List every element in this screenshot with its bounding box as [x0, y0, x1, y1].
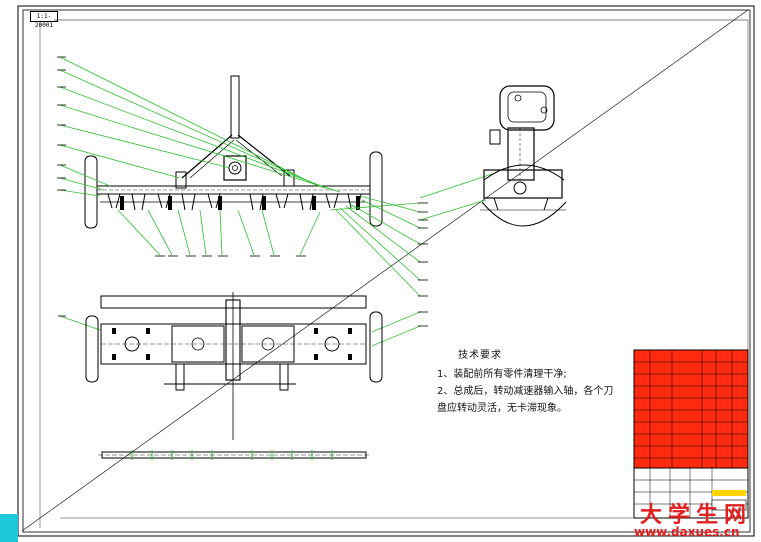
side-gearbox — [483, 169, 563, 199]
gearbox-shaft-inner — [232, 165, 238, 171]
tech-requirement-line-3: 盘应转动灵活，无卡滞现象。 — [437, 403, 567, 414]
side-rotor-arc — [481, 201, 567, 227]
front-view — [84, 75, 383, 229]
side-bracket — [489, 129, 501, 145]
top-view — [85, 292, 383, 440]
callout-ticks — [57, 56, 428, 327]
top-hub-right — [324, 336, 340, 352]
top-bracket-left — [171, 325, 225, 363]
cad-toolbar-handle[interactable] — [0, 514, 18, 542]
side-blade-1 — [493, 197, 499, 211]
construction-line-1 — [21, 9, 749, 532]
top-link-left — [175, 363, 185, 391]
watermark-url[interactable]: www.daxues.cn — [634, 525, 740, 539]
side-rotor-axis — [513, 181, 527, 195]
gearbox — [223, 155, 247, 181]
side-hitch-plate — [499, 85, 555, 131]
side-hitch-inner — [507, 91, 547, 123]
top-link-right — [279, 363, 289, 391]
right-wheel — [369, 151, 383, 227]
left-wheel — [84, 155, 98, 229]
hitch-brace-left-2 — [189, 139, 235, 179]
top-right-wheel — [369, 311, 383, 383]
gearbox-shaft — [228, 161, 242, 175]
side-view — [480, 85, 567, 227]
watermark-logo-text: 大学生网 — [640, 502, 753, 528]
drawing-corner-tag: 1:1-20001 — [30, 11, 58, 29]
shaft-section-view — [98, 450, 370, 460]
bom-table — [633, 349, 749, 469]
top-left-wheel — [85, 315, 99, 383]
rotor-discs — [120, 196, 360, 210]
bracket-left — [175, 171, 187, 189]
side-pin-2 — [540, 106, 548, 114]
side-mast — [507, 127, 535, 181]
hitch-mast — [230, 75, 240, 139]
top-hub-center-right — [261, 337, 275, 351]
side-rotor-cover — [483, 164, 565, 181]
title-block — [633, 349, 749, 519]
tech-requirement-line-1: 1、装配前所有零件清理干净; — [437, 369, 567, 380]
outer-border — [17, 5, 755, 537]
side-pin-1 — [514, 94, 522, 102]
callout-leaders — [59, 56, 499, 347]
top-bracket-right — [241, 325, 295, 363]
title-name-cell — [711, 499, 747, 511]
top-hub-left — [124, 336, 140, 352]
hitch-brace-left — [181, 134, 233, 179]
top-plate-marks — [112, 328, 352, 360]
bom-grid — [634, 350, 748, 468]
top-hub-center-left — [191, 337, 205, 351]
inner-frame — [22, 9, 751, 533]
hitch-brace-right-2 — [235, 139, 283, 177]
title-yellow-cell — [712, 490, 746, 496]
side-blade-2 — [543, 197, 549, 211]
tech-requirement-line-2: 2、总成后，转动减速器输入轴，各个刀 — [437, 386, 614, 397]
tech-requirements-title: 技术要求 — [458, 350, 502, 361]
top-frame — [100, 295, 367, 309]
frame-beam — [96, 185, 371, 195]
